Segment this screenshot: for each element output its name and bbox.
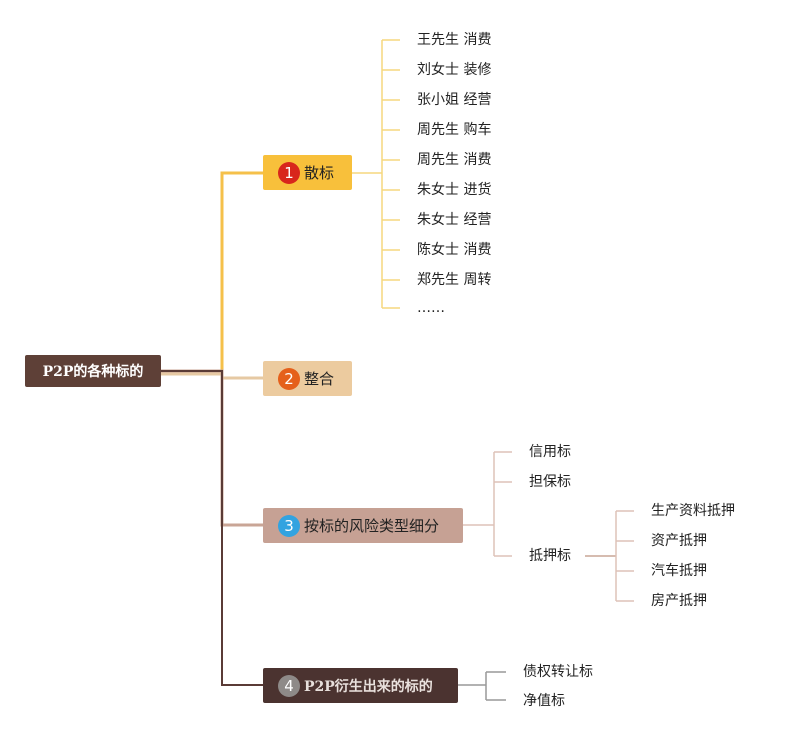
number-1-icon: 1: [278, 161, 300, 184]
leaf-item[interactable]: 刘女士 装修: [417, 62, 492, 78]
leaf-item[interactable]: 信用标: [529, 444, 571, 460]
root-label: P2P的各种标的: [42, 364, 144, 380]
leaf-item[interactable]: 周先生 消费: [417, 152, 492, 168]
leaf-item[interactable]: 生产资料抵押: [651, 503, 735, 519]
leaf-item[interactable]: 房产抵押: [651, 593, 707, 609]
leaf-item[interactable]: 债权转让标: [523, 664, 593, 680]
leaf-item-ellipsis[interactable]: ……: [417, 300, 445, 316]
leaf-item[interactable]: 资产抵押: [651, 533, 707, 549]
leaf-item[interactable]: 朱女士 进货: [417, 182, 492, 198]
leaf-item[interactable]: 净值标: [523, 693, 565, 709]
connector-root-branch4: [160, 370, 265, 686]
branch-node-2[interactable]: 2 整合: [263, 361, 352, 396]
leaf-item[interactable]: 汽车抵押: [651, 563, 707, 579]
connector-branch3-leaves: [462, 451, 512, 557]
connector-root-branch1: [160, 171, 265, 373]
branch-node-4[interactable]: 4 P2P衍生出来的标的: [263, 668, 458, 703]
number-2-icon: 2: [278, 367, 300, 390]
connector-root-branch3: [160, 369, 265, 527]
branch-label-1: 散标: [304, 164, 335, 182]
leaf-item[interactable]: 郑先生 周转: [417, 272, 492, 288]
connector-root-branch2: [160, 372, 265, 380]
connector-branch4-leaves: [458, 671, 506, 701]
leaf-item[interactable]: 王先生 消费: [417, 32, 492, 48]
number-4-icon: 4: [278, 674, 300, 697]
branch-node-3[interactable]: 3 按标的风险类型细分: [263, 508, 463, 543]
leaf-item[interactable]: 周先生 购车: [417, 122, 492, 138]
connector-subbranch-leaves: [585, 510, 634, 602]
branch-label-3: 按标的风险类型细分: [304, 517, 440, 535]
leaf-item[interactable]: 张小姐 经营: [417, 92, 492, 108]
branch-label-2: 整合: [304, 370, 335, 388]
root-node[interactable]: P2P的各种标的: [25, 355, 161, 387]
branch-node-1[interactable]: 1 散标: [263, 155, 352, 190]
leaf-item-subparent[interactable]: 抵押标: [529, 548, 571, 564]
branch-label-4: P2P衍生出来的标的: [304, 678, 433, 695]
leaf-item[interactable]: 朱女士 经营: [417, 212, 492, 228]
number-3-icon: 3: [278, 514, 300, 537]
leaf-item[interactable]: 陈女士 消费: [417, 242, 492, 258]
leaf-item[interactable]: 担保标: [529, 474, 571, 490]
connector-branch1-leaves: [352, 39, 400, 309]
